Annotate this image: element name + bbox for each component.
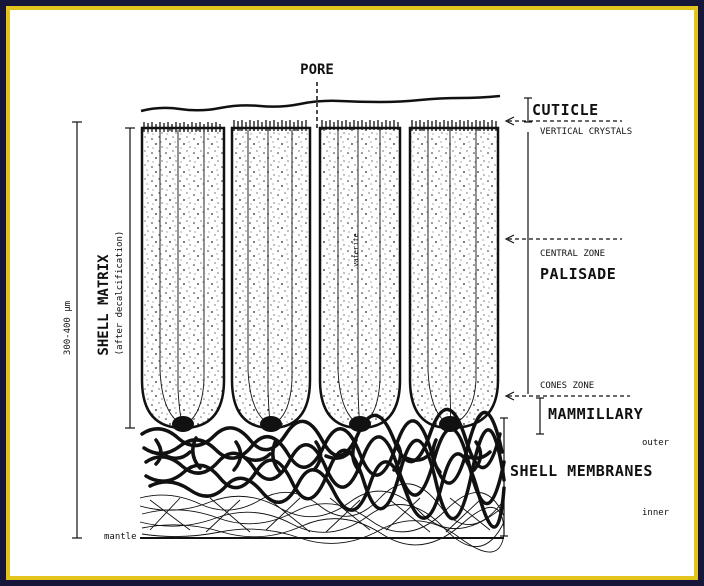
palisade-column bbox=[410, 128, 498, 428]
cones-zone-label: CONES ZONE bbox=[540, 381, 594, 391]
shell-matrix-bracket bbox=[125, 128, 135, 428]
pore-label: PORE bbox=[300, 62, 334, 78]
cuticle-label: CUTICLE bbox=[532, 101, 599, 119]
vaterite-label: vaterite bbox=[352, 233, 360, 267]
figure-frame: PORE CUTICLE VERTICAL CRYSTALS CENTRAL Z… bbox=[6, 6, 698, 580]
palisade-label: PALISADE bbox=[540, 265, 616, 283]
shell-matrix-label: SHELL MATRIX bbox=[96, 254, 112, 356]
palisade-column bbox=[320, 128, 400, 428]
palisade-column bbox=[232, 128, 310, 428]
thickness-label: 300-400 µm bbox=[63, 301, 73, 355]
thickness-dimension bbox=[72, 122, 82, 538]
mammillary-knob bbox=[172, 416, 194, 432]
after-decalcification-label: (after decalcification) bbox=[115, 231, 125, 356]
mantle-label: mantle bbox=[104, 532, 137, 542]
mammillary-knob bbox=[260, 416, 282, 432]
palisade-columns bbox=[142, 120, 498, 428]
vertical-crystals-label: VERTICAL CRYSTALS bbox=[540, 127, 632, 137]
mammillary-label: MAMMILLARY bbox=[548, 405, 643, 423]
outer-membrane-label: outer bbox=[642, 438, 670, 448]
shell-membranes-label: SHELL MEMBRANES bbox=[510, 462, 653, 480]
inner-membrane-label: inner bbox=[642, 508, 670, 518]
palisade-column bbox=[142, 128, 224, 428]
cuticle-line bbox=[141, 96, 500, 111]
central-zone-label: CENTRAL ZONE bbox=[540, 249, 605, 259]
eggshell-diagram: PORE CUTICLE VERTICAL CRYSTALS CENTRAL Z… bbox=[10, 10, 694, 576]
